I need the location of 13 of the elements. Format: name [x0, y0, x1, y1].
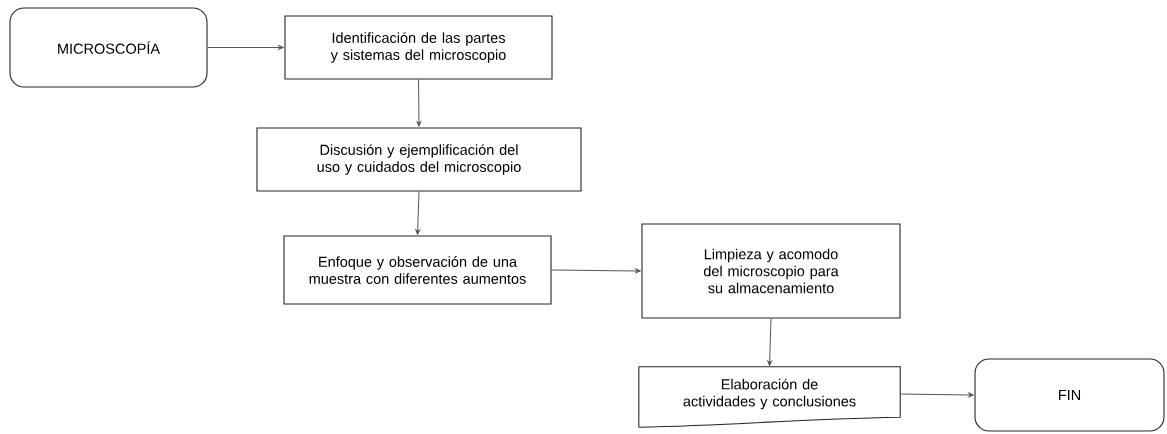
arrow	[416, 79, 422, 127]
arrow	[551, 268, 641, 274]
document-shape: Elaboración de actividades y conclusiones	[638, 366, 901, 428]
arrow	[899, 392, 974, 398]
arrow	[767, 318, 772, 367]
terminal-box: MICROSCOPÍA	[9, 7, 208, 88]
process-box: Enfoque y observación de una muestra con diferentes aumentos	[283, 235, 552, 305]
arrow	[207, 45, 284, 50]
process-box: Identificación de las partes y sistemas del microscopio	[284, 15, 553, 80]
terminal-box: FIN	[974, 358, 1165, 432]
arrow	[415, 191, 421, 235]
process-box: Discusión y ejemplificación del uso y cuidados del microscopio	[256, 127, 582, 192]
process-box: Limpieza y acomodo del microscopio para su almacenamiento	[641, 223, 901, 319]
